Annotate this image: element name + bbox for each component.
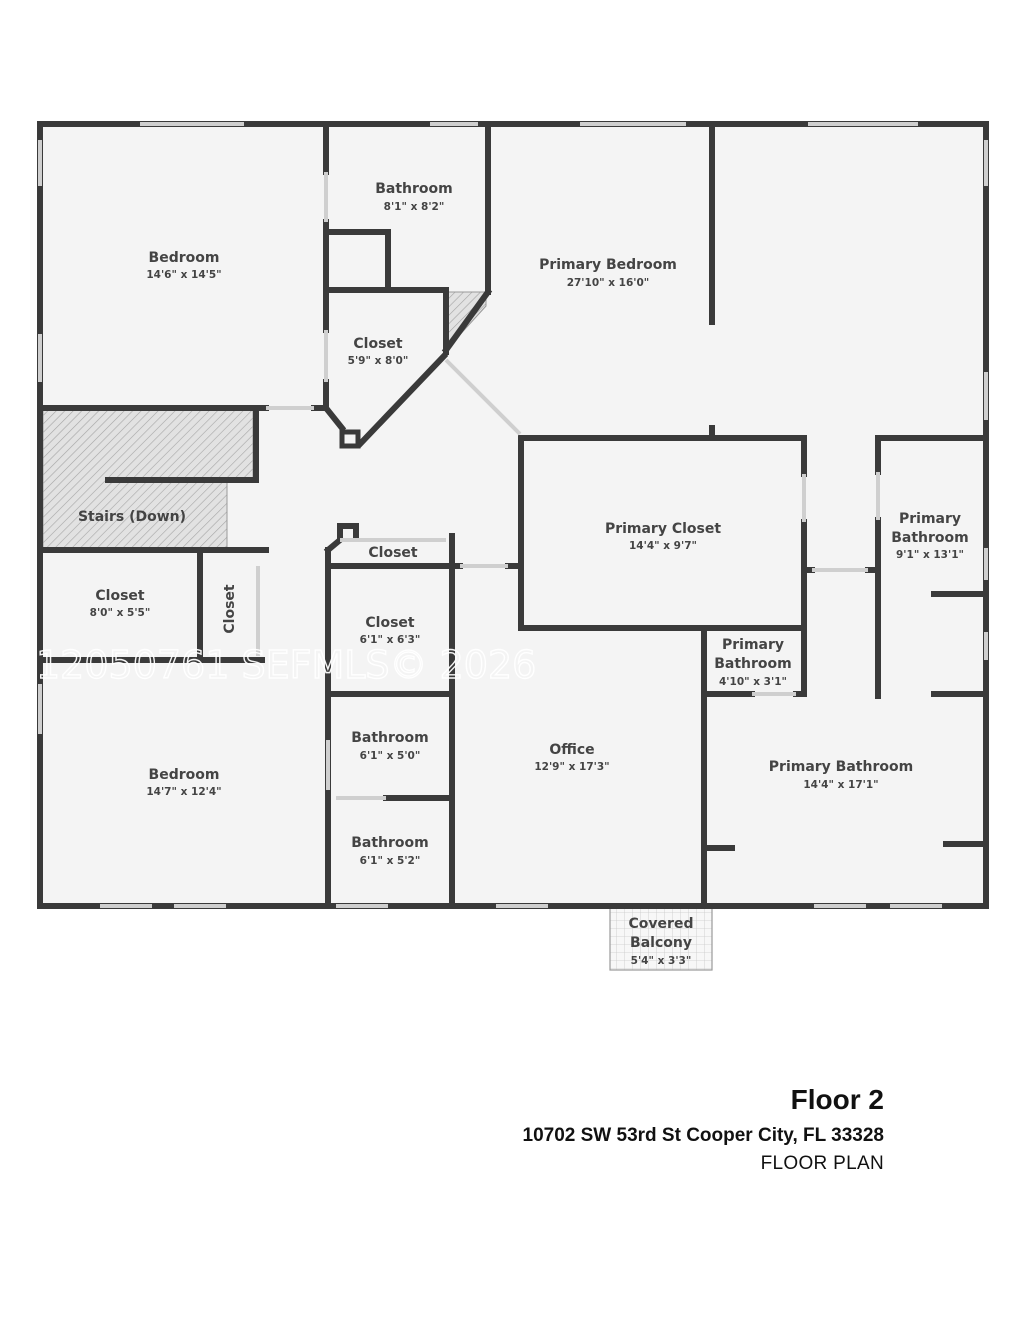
svg-text:Bathroom: Bathroom xyxy=(351,730,429,746)
room-stairs: Stairs (Down) xyxy=(78,509,186,525)
svg-text:5'9" x 8'0": 5'9" x 8'0" xyxy=(348,355,409,367)
svg-text:Primary: Primary xyxy=(722,637,784,653)
room-primary-bedroom: Primary Bedroom 27'10" x 16'0" xyxy=(539,257,677,289)
room-closet-3: Closet 8'0" x 5'5" xyxy=(90,588,151,619)
room-bathroom-3: Bathroom 6'1" x 5'2" xyxy=(351,835,429,867)
property-address: 10702 SW 53rd St Cooper City, FL 33328 xyxy=(522,1125,885,1146)
room-closet-1: Closet 5'9" x 8'0" xyxy=(348,336,409,367)
room-labels: Bedroom 14'6" x 14'5" Bathroom 8'1" x 8'… xyxy=(78,181,969,967)
floor-plan-label: FLOOR PLAN xyxy=(760,1153,884,1174)
svg-text:Covered: Covered xyxy=(629,916,694,932)
svg-text:Bathroom: Bathroom xyxy=(351,835,429,851)
svg-text:Primary Closet: Primary Closet xyxy=(605,521,721,537)
room-bathroom-1: Bathroom 8'1" x 8'2" xyxy=(375,181,453,213)
svg-text:Office: Office xyxy=(549,742,594,758)
room-closet-2: Closet xyxy=(368,545,418,561)
svg-text:Closet: Closet xyxy=(365,615,415,631)
svg-text:4'10" x 3'1": 4'10" x 3'1" xyxy=(719,676,787,688)
svg-text:12'9" x 17'3": 12'9" x 17'3" xyxy=(534,761,609,773)
svg-text:14'4" x 17'1": 14'4" x 17'1" xyxy=(803,779,878,791)
floor-title: Floor 2 xyxy=(790,1084,884,1115)
svg-text:Bedroom: Bedroom xyxy=(149,250,220,266)
svg-text:Bathroom: Bathroom xyxy=(375,181,453,197)
svg-text:Primary: Primary xyxy=(899,511,961,527)
svg-text:9'1" x 13'1": 9'1" x 13'1" xyxy=(896,549,964,561)
svg-text:Bedroom: Bedroom xyxy=(149,767,220,783)
room-bedroom-2: Bedroom 14'7" x 12'4" xyxy=(146,767,221,798)
room-covered-balcony: Covered Balcony 5'4" x 3'3" xyxy=(629,916,694,967)
svg-text:14'6" x 14'5": 14'6" x 14'5" xyxy=(146,269,221,281)
svg-text:Primary Bedroom: Primary Bedroom xyxy=(539,257,677,273)
svg-text:6'1" x 6'3": 6'1" x 6'3" xyxy=(360,634,421,646)
svg-text:8'1" x 8'2": 8'1" x 8'2" xyxy=(384,201,445,213)
svg-text:Stairs (Down): Stairs (Down) xyxy=(78,509,186,525)
svg-text:Balcony: Balcony xyxy=(630,935,692,951)
windows xyxy=(38,122,988,908)
room-closet-5: Closet 6'1" x 6'3" xyxy=(360,615,421,646)
svg-text:Primary Bathroom: Primary Bathroom xyxy=(769,759,913,775)
svg-text:5'4" x 3'3": 5'4" x 3'3" xyxy=(631,955,692,967)
room-office: Office 12'9" x 17'3" xyxy=(534,742,609,773)
svg-text:Closet: Closet xyxy=(95,588,145,604)
svg-text:Closet: Closet xyxy=(368,545,418,561)
svg-text:Bathroom: Bathroom xyxy=(714,656,792,672)
room-primary-bathroom-3: Primary Bathroom 14'4" x 17'1" xyxy=(769,759,913,791)
room-primary-closet: Primary Closet 14'4" x 9'7" xyxy=(605,521,721,552)
svg-text:8'0" x 5'5": 8'0" x 5'5" xyxy=(90,607,151,619)
room-primary-bathroom-2: Primary Bathroom 4'10" x 3'1" xyxy=(714,637,792,688)
room-bathroom-2: Bathroom 6'1" x 5'0" xyxy=(351,730,429,762)
room-bedroom-1: Bedroom 14'6" x 14'5" xyxy=(146,250,221,281)
svg-text:14'7" x 12'4": 14'7" x 12'4" xyxy=(146,786,221,798)
room-closet-4: Closet xyxy=(222,584,238,634)
svg-text:6'1" x 5'2": 6'1" x 5'2" xyxy=(360,855,421,867)
room-primary-bathroom-1: Primary Bathroom 9'1" x 13'1" xyxy=(891,511,969,561)
watermark-text: A12050761 SEFMLS© 2026 xyxy=(10,643,536,687)
svg-text:27'10" x 16'0": 27'10" x 16'0" xyxy=(567,277,650,289)
covered-balcony-area xyxy=(609,906,713,971)
svg-text:Closet: Closet xyxy=(222,584,238,634)
svg-text:6'1" x 5'0": 6'1" x 5'0" xyxy=(360,750,421,762)
svg-text:Bathroom: Bathroom xyxy=(891,530,969,546)
svg-text:Closet: Closet xyxy=(353,336,403,352)
svg-text:14'4" x 9'7": 14'4" x 9'7" xyxy=(629,540,697,552)
